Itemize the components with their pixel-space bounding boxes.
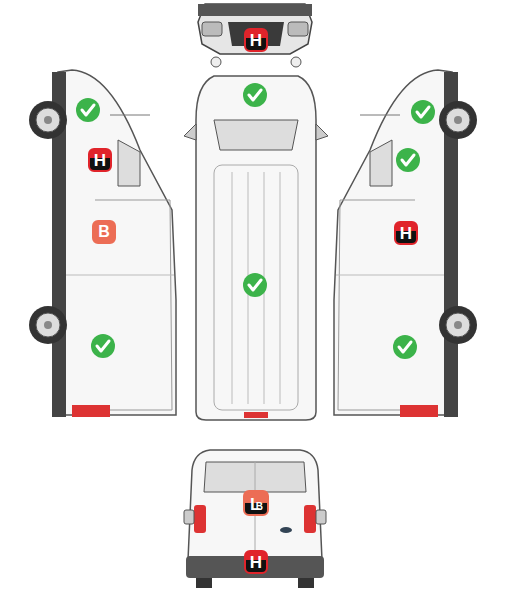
marker-letter: B <box>98 224 110 240</box>
marker-badge: H <box>394 221 418 245</box>
marker-letter: H <box>400 225 412 242</box>
left-side-view <box>29 70 176 417</box>
marker-letter: H <box>94 152 106 169</box>
marker-letter: H <box>250 554 262 571</box>
rear-view <box>184 450 326 588</box>
front-view <box>198 4 312 67</box>
marker-badge: H <box>88 148 112 172</box>
right-side-view <box>334 70 477 417</box>
marker-letter: H <box>250 32 262 49</box>
top-view <box>184 76 328 420</box>
marker-badge: H <box>244 28 268 52</box>
marker-badge: LB <box>243 490 269 516</box>
marker-badge: B <box>92 220 116 244</box>
marker-badge: H <box>244 550 268 574</box>
marker-letter: B <box>256 502 263 512</box>
